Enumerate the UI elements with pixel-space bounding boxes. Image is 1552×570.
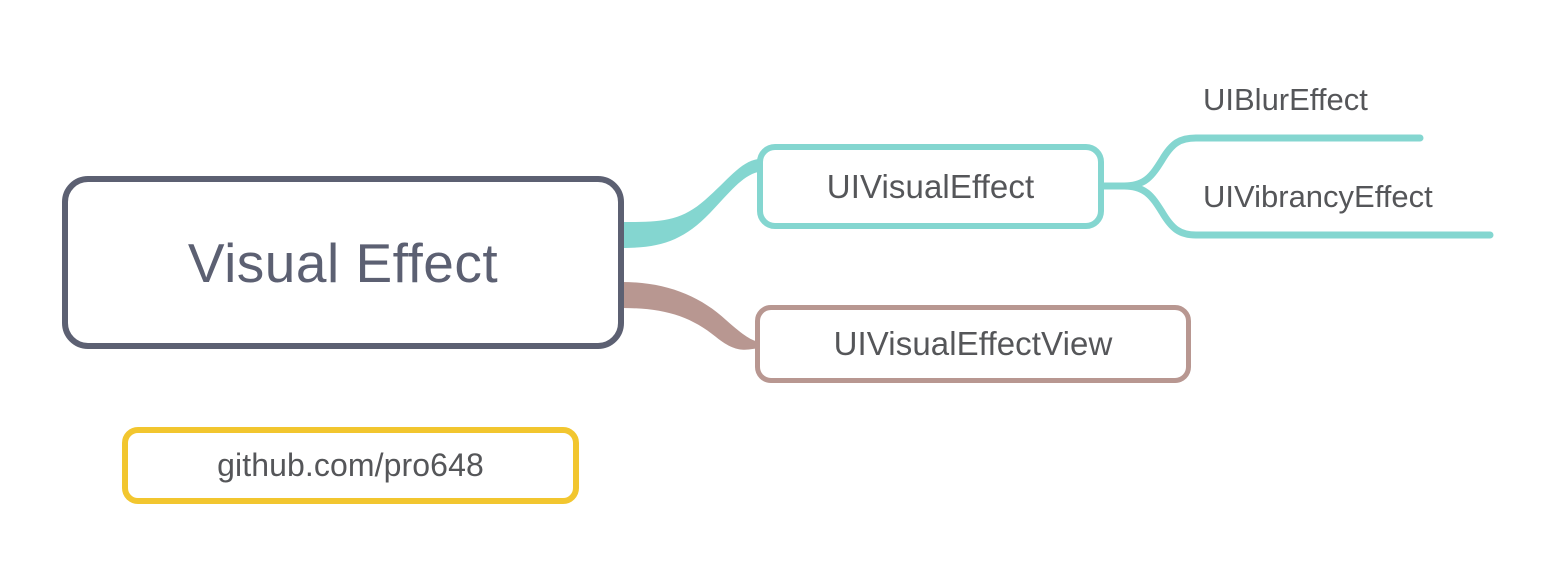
root-node[interactable]: Visual Effect <box>62 176 624 349</box>
leaf-node-uivibrancyeffect[interactable]: UIVibrancyEffect <box>1203 179 1433 215</box>
branch-node-uivisualeffect[interactable]: UIVisualEffect <box>757 144 1104 229</box>
leaf-node-uiblureffect[interactable]: UIBlurEffect <box>1203 82 1368 118</box>
connector-root-to-uivisualeffectview <box>622 282 760 350</box>
branch-node-uivisualeffect-label: UIVisualEffect <box>826 167 1035 205</box>
leaf-node-uiblureffect-label: UIBlurEffect <box>1203 82 1368 117</box>
github-badge[interactable]: github.com/pro648 <box>122 427 579 504</box>
branch-node-uivisualeffectview-label: UIVisualEffectView <box>833 325 1113 362</box>
branch-node-uivisualeffectview[interactable]: UIVisualEffectView <box>755 305 1191 383</box>
leaf-node-uivibrancyeffect-label: UIVibrancyEffect <box>1203 179 1433 214</box>
github-badge-label: github.com/pro648 <box>217 447 484 483</box>
root-node-label: Visual Effect <box>187 231 499 294</box>
connector-root-to-uivisualeffect <box>622 159 758 248</box>
